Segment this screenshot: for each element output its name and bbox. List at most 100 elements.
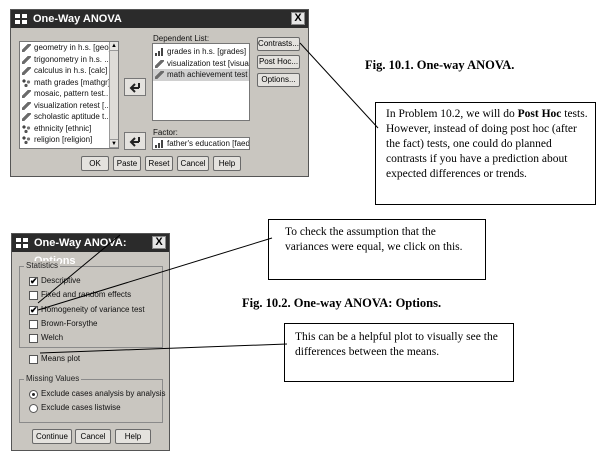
exclude-analysis-label: Exclude cases analysis by analysis [41, 389, 166, 398]
ruler-icon [22, 113, 31, 121]
factor-label: Factor: [153, 128, 178, 137]
check-mark-icon: ✔ [30, 305, 38, 315]
variable-label: trigonometry in h.s. ... [34, 54, 111, 64]
ruler-icon [155, 71, 164, 79]
right-arrow-icon [129, 137, 140, 147]
callout-means-plot: This can be a helpful plot to visually s… [284, 323, 514, 382]
spss-grid-icon [15, 14, 27, 24]
options-button[interactable]: Options... [257, 73, 300, 87]
dependent-list-item[interactable]: visualization test [visual] [153, 58, 249, 70]
variable-label: mosaic, pattern test... [34, 89, 111, 98]
one-way-anova-dialog: One-Way ANOVA X geometry in h.s. [geo] tr… [10, 9, 309, 177]
contrasts-button[interactable]: Contrasts... [257, 37, 300, 51]
factor-item: father's education [faed] [153, 138, 249, 149]
dependent-list-item[interactable]: math achievement test ... [153, 69, 249, 81]
dialog-titlebar: One-Way ANOVA X [11, 10, 308, 28]
callout-post-hoc-text-c: tests. However, instead of doing post ho… [386, 108, 588, 180]
variable-label: ethnicity [ethnic] [34, 123, 92, 133]
options-close-button[interactable]: X [152, 236, 166, 249]
missing-values-group-title: Missing Values [24, 374, 82, 383]
post-hoc-button[interactable]: Post Hoc... [257, 55, 300, 69]
dialog-title: One-Way ANOVA [33, 13, 122, 25]
anova-options-dialog: One-Way ANOVA: Options X Statistics Mean… [11, 233, 170, 451]
variable-label: visualization retest [... [34, 100, 111, 110]
variable-list-scrollbar[interactable]: ▲ ▼ [109, 42, 118, 148]
missing-values-group: Missing Values [19, 374, 163, 423]
exclude-listwise-radio[interactable] [29, 404, 38, 413]
options-cancel-button[interactable]: Cancel [75, 429, 111, 444]
dependent-item-label: math achievement test ... [167, 70, 250, 79]
callout-post-hoc: In Problem 10.2, we will do Post Hoc tes… [375, 102, 596, 205]
statistics-checkbox[interactable] [29, 334, 38, 343]
variable-list-item[interactable]: geometry in h.s. [geo] [20, 42, 118, 54]
statistics-checkbox-label: Descriptive [41, 276, 81, 285]
statistics-checkbox[interactable] [29, 320, 38, 329]
ok-button[interactable]: OK [81, 156, 109, 171]
spss-grid-icon [16, 238, 28, 248]
dependent-list-item[interactable]: grades in h.s. [grades] [153, 46, 249, 58]
ruler-icon [22, 90, 31, 98]
variable-label: scholastic aptitude t... [34, 112, 111, 121]
scroll-up-arrow-icon[interactable]: ▲ [110, 42, 118, 51]
close-button[interactable]: X [291, 12, 305, 25]
figure-1-caption: Fig. 10.1. One-way ANOVA. [365, 58, 515, 72]
statistics-checkbox[interactable]: ✔ [29, 277, 38, 286]
help-button[interactable]: Help [213, 156, 241, 171]
factor-box[interactable]: father's education [faed] [152, 137, 250, 150]
variable-list-item[interactable]: mosaic, pattern test... [20, 88, 118, 100]
variable-label: geometry in h.s. [geo] [34, 43, 111, 52]
nominal-icon [22, 78, 31, 87]
connector-contrasts [299, 42, 379, 129]
statistics-checkbox-label: Brown-Forsythe [41, 319, 98, 328]
variable-list-item[interactable]: math grades [mathgr] [20, 77, 118, 89]
dependent-list-label: Dependent List: [153, 34, 210, 43]
callout-means-plot-text: This can be a helpful plot to visually s… [295, 331, 498, 358]
callout-homogeneity: To check the assumption that the varianc… [268, 219, 486, 280]
options-help-button[interactable]: Help [115, 429, 151, 444]
paste-button[interactable]: Paste [113, 156, 141, 171]
exclude-analysis-radio[interactable] [29, 390, 38, 399]
statistics-checkbox-label: Homogeneity of variance test [41, 305, 145, 314]
ruler-icon [22, 44, 31, 52]
figure-2-caption: Fig. 10.2. One-way ANOVA: Options. [242, 296, 442, 310]
means-plot-checkbox[interactable] [29, 355, 38, 364]
right-arrow-icon [129, 83, 140, 93]
continue-button[interactable]: Continue [32, 429, 72, 444]
callout-post-hoc-text-a: In Problem 10.2, we will do [386, 108, 518, 120]
scroll-down-arrow-icon[interactable]: ▼ [110, 139, 118, 148]
variable-label: math grades [mathgr] [34, 77, 111, 87]
statistics-checkbox[interactable]: ✔ [29, 306, 38, 315]
source-variable-list[interactable]: geometry in h.s. [geo] trigonometry in h.… [19, 41, 119, 149]
ruler-icon [22, 55, 31, 64]
statistics-checkbox-label: Welch [41, 333, 64, 342]
dependent-item-label: visualization test [visual] [167, 58, 250, 68]
variable-label: religion [religion] [34, 135, 93, 144]
means-plot-label: Means plot [41, 354, 81, 363]
variable-list-item[interactable]: religion [religion] [20, 134, 118, 146]
reset-button[interactable]: Reset [145, 156, 173, 171]
exclude-listwise-label: Exclude cases listwise [41, 403, 121, 412]
ruler-icon [155, 59, 164, 68]
variable-label: calculus in h.s. [calc] [34, 66, 108, 75]
statistics-checkbox-label: Fixed and random effects [41, 290, 132, 299]
nominal-icon [22, 136, 31, 144]
move-to-dependent-button[interactable] [124, 78, 146, 96]
dependent-item-label: grades in h.s. [grades] [167, 47, 247, 56]
variable-list-item[interactable]: trigonometry in h.s. ... [20, 54, 118, 66]
ordinal-icon [155, 48, 164, 56]
dependent-list-box[interactable]: grades in h.s. [grades] visualization tes… [152, 43, 250, 121]
ruler-icon [22, 67, 31, 75]
variable-list-item[interactable]: ethnicity [ethnic] [20, 123, 118, 135]
ordinal-icon [155, 140, 164, 148]
move-to-factor-button[interactable] [124, 132, 146, 150]
ruler-icon [22, 101, 31, 110]
statistics-checkbox[interactable] [29, 291, 38, 300]
cancel-button[interactable]: Cancel [177, 156, 209, 171]
callout-homogeneity-text: To check the assumption that the varianc… [285, 226, 463, 253]
variable-list-item[interactable]: calculus in h.s. [calc] [20, 65, 118, 77]
options-titlebar: One-Way ANOVA: Options X [12, 234, 169, 267]
variable-list-item[interactable]: visualization retest [... [20, 100, 118, 112]
nominal-icon [22, 124, 31, 133]
variable-list-item[interactable]: scholastic aptitude t... [20, 111, 118, 123]
check-mark-icon: ✔ [30, 276, 38, 286]
